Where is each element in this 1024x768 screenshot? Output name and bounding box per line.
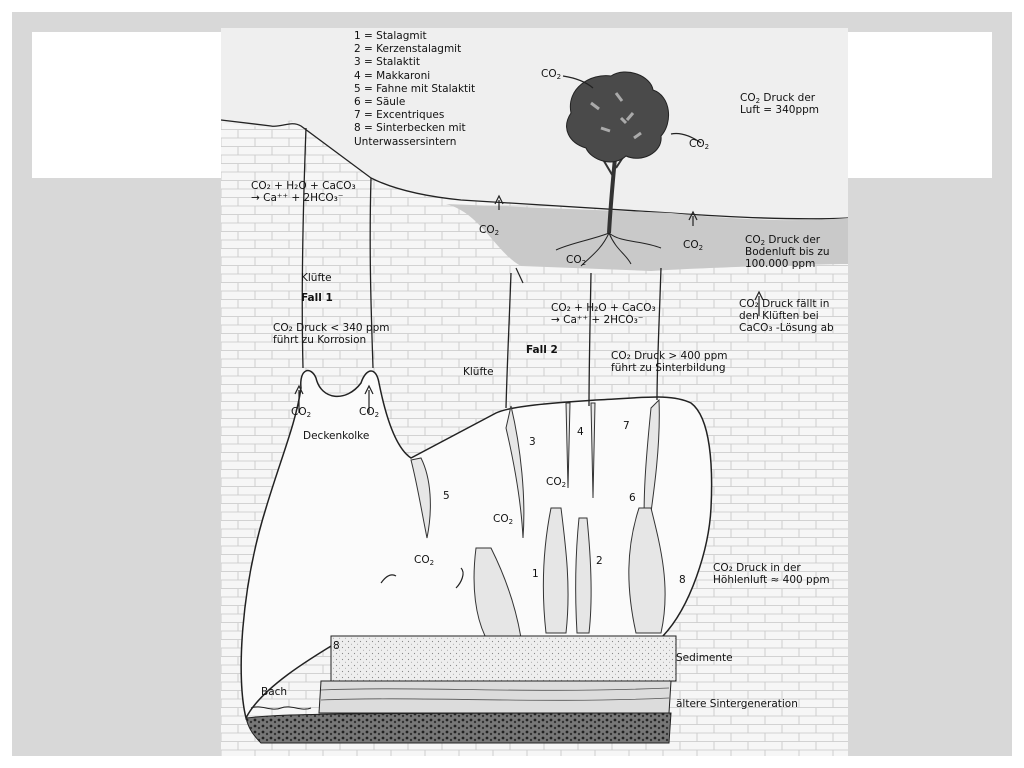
co2-label: CO2 [359,406,380,419]
tree [555,71,669,267]
fall1-desc-2: führt zu Korrosion [273,334,367,346]
deckenkolke-label: Deckenkolke [303,430,370,442]
aeltere-sintergeneration-label: ältere Sintergeneration [676,698,798,710]
fall2-desc-2: führt zu Sinterbildung [611,362,726,374]
legend-item: 4 = Makkaroni [354,69,431,82]
number-4: 4 [577,426,584,438]
drop-desc-3: CaCO₃ -Lösung ab [739,322,834,334]
co2-label: CO2 [479,224,500,237]
legend: 1 = Stalagmit 2 = Kerzenstalagmit 3 = St… [354,30,475,149]
legend-item: Unterwassersintern [354,135,457,148]
fall2-label: Fall 2 [526,344,558,356]
sedimente-label: Sedimente [676,652,733,664]
fall1-desc-1: CO₂ Druck < 340 ppm [273,322,390,334]
soil-pressure-value: 100.000 ppm [745,258,816,270]
cave-diagram: 1 = Stalagmit 2 = Kerzenstalagmit 3 = St… [221,28,848,756]
number-1: 1 [532,568,539,580]
fissure-right-2 [588,272,592,407]
fall2-desc-1: CO₂ Druck > 400 ppm [611,350,728,362]
air-pressure-value: Luft = 340ppm [740,104,820,116]
equation-right-line2: → Ca⁺⁺ + 2HCO₃⁻ [551,314,644,326]
older-sinter-layer [318,680,672,714]
number-6: 6 [629,492,636,504]
sediment-layer [330,635,677,682]
cave-air-label-1: CO₂ Druck in der [713,562,801,574]
legend-item: 3 = Stalaktit [354,56,420,69]
gravel-layer [245,712,672,744]
soil-pressure-desc: Bodenluft bis zu [745,246,830,258]
kluefte-right-label: Klüfte [463,366,494,378]
number-8: 8 [679,574,686,586]
drop-desc-1: CO₂ Druck fällt in [739,298,830,310]
older-sinter-lines [320,687,670,701]
fissure-right-3 [656,267,662,401]
ground-surface [221,119,848,220]
fissure-left-1 [301,127,307,369]
legend-item: 7 = Excentriques [354,109,445,122]
number-2: 2 [596,555,603,567]
fissure-right-1 [505,272,512,409]
co2-label: CO2 [414,554,435,567]
number-7: 7 [623,420,630,432]
soil-zone [446,204,848,271]
co2-label: CO2 [493,513,514,526]
arrows [294,75,764,589]
co2-label: CO2 [683,239,704,252]
bach-label: Bach [261,686,288,698]
equation-left-line2: → Ca⁺⁺ + 2HCO₃⁻ [251,192,344,204]
number-5: 5 [443,490,450,502]
stream-water [250,706,312,710]
equation-right-line1: CO₂ + H₂O + CaCO₃ [551,302,656,314]
equation-left-line1: CO₂ + H₂O + CaCO₃ [251,180,356,192]
fall1-label: Fall 1 [301,292,333,304]
co2-label: CO2 [291,406,312,419]
co2-label: CO2 [689,138,710,151]
number-8: 8 [333,640,340,652]
co2-label: CO2 [546,476,567,489]
air-pressure-label: CO2 Druck der [740,92,816,105]
kluefte-left-label: Klüfte [301,272,332,284]
legend-item: 2 = Kerzenstalagmit [354,43,462,56]
sky [221,28,848,221]
co2-label: CO2 [566,254,587,267]
legend-item: 8 = Sinterbecken mit [354,122,466,135]
legend-item: 6 = Säule [354,96,406,109]
fissure-left-2 [369,177,374,369]
speleothems [410,398,666,639]
legend-item: 1 = Stalagmit [354,30,427,42]
number-3: 3 [529,436,536,448]
drop-desc-2: den Klüften bei [739,310,819,322]
legend-item: 5 = Fahne mit Stalaktit [354,82,476,95]
cave-diagram-drawing [221,28,848,756]
co2-label: CO2 [541,68,562,81]
soil-pressure-label: CO2 Druck der [745,234,821,247]
cave-air-label-2: Höhlenluft ≈ 400 ppm [713,574,830,586]
